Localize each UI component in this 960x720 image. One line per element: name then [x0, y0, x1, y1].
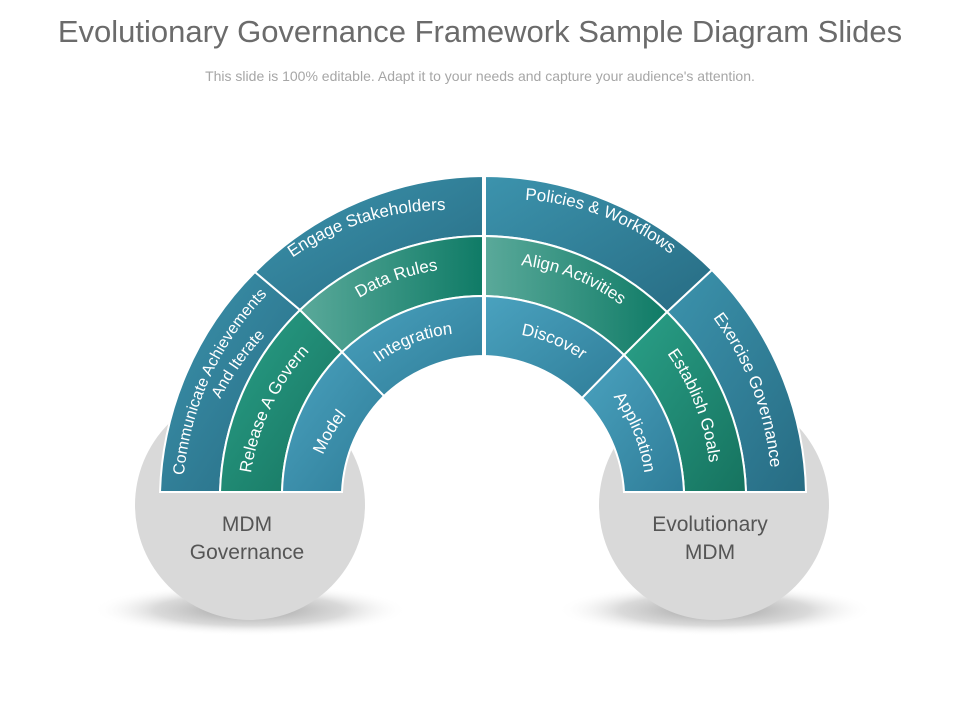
- right-circle-label-line1: Evolutionary: [652, 513, 768, 536]
- page-subtitle: This slide is 100% editable. Adapt it to…: [205, 68, 755, 84]
- left-circle-label-line1: MDM: [222, 513, 272, 536]
- segment-integration: [340, 294, 484, 398]
- left-circle-label-line2: Governance: [190, 541, 304, 564]
- segment-application: [580, 353, 686, 493]
- right-circle-label-line2: MDM: [685, 541, 735, 564]
- page-title: Evolutionary Governance Framework Sample…: [57, 14, 903, 49]
